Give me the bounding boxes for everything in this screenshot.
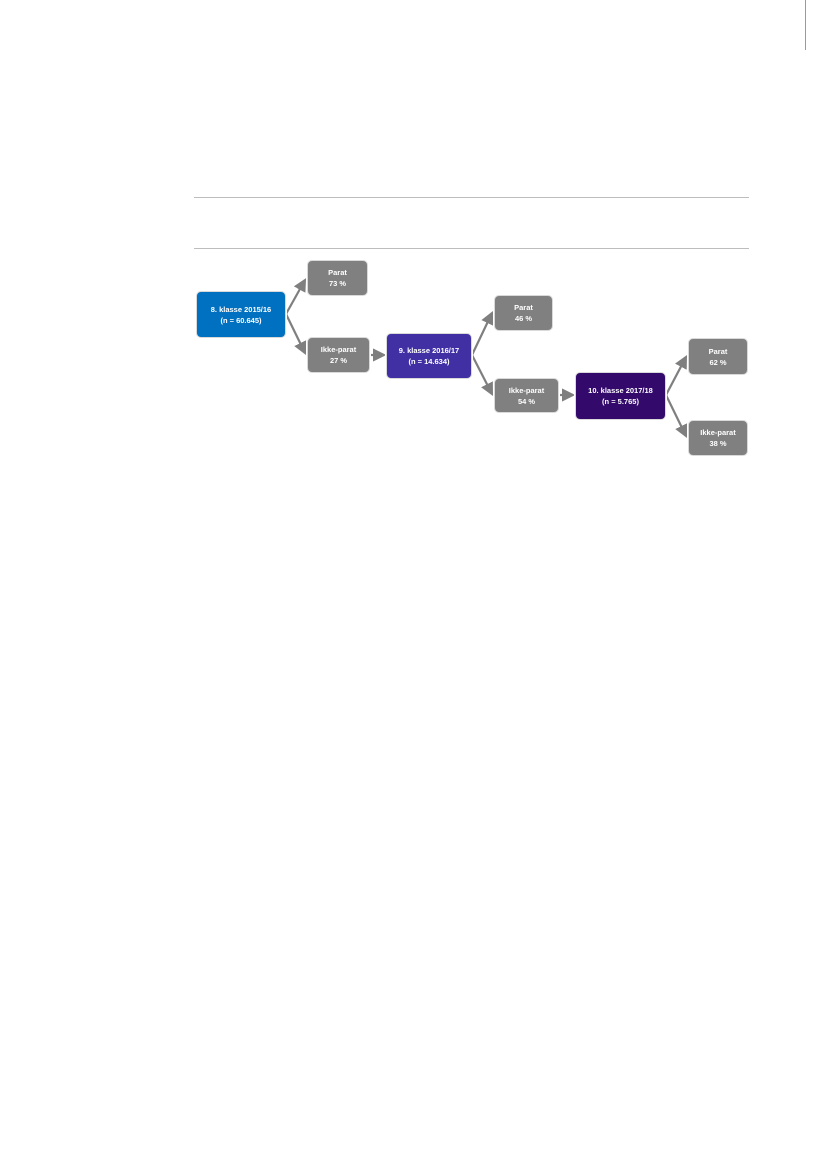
node-title: 8. klasse 2015/16 [210,304,272,314]
arrow [471,311,494,356]
arrow [471,354,494,396]
node-percent: 73 % [328,279,347,288]
page-edge-line [805,0,806,50]
node-label: Ikke-parat [700,428,736,437]
node-title: 9. klasse 2016/17 [398,346,460,355]
node-count: (n = 60.645) [220,315,262,325]
node-grade8-ikke-parat: Ikke-parat 27 % [307,337,370,373]
node-percent: 46 % [514,314,533,323]
node-grade10: 10. klasse 2017/18 (n = 5.765) [575,372,666,420]
node-count: (n = 14.634) [408,357,450,366]
node-label: Ikke-parat [508,385,545,395]
node-label: Parat [328,268,347,277]
node-grade9-ikke-parat: Ikke-parat 54 % [494,378,559,413]
node-grade8: 8. klasse 2015/16 (n = 60.645) [196,291,286,338]
node-grade9-parat: Parat 46 % [494,295,553,331]
node-grade10-ikke-parat: Ikke-parat 38 % [688,420,748,456]
node-grade8-parat: Parat 73 % [307,260,368,296]
node-label: Parat [514,303,533,312]
node-percent: 54 % [517,396,536,406]
arrow [665,394,688,438]
node-grade10-parat: Parat 62 % [688,338,748,375]
node-grade9: 9. klasse 2016/17 (n = 14.634) [386,333,472,379]
arrow [285,278,307,315]
node-count: (n = 5.765) [602,397,639,406]
node-percent: 38 % [709,439,727,448]
node-label: Ikke-parat [320,345,357,354]
rule-bottom [194,248,749,249]
node-label: Parat [708,346,728,356]
node-title: 10. klasse 2017/18 [588,386,653,395]
arrow [285,313,307,355]
arrow [665,355,688,396]
node-percent: 27 % [329,356,348,365]
node-percent: 62 % [709,357,727,367]
rule-top [194,197,749,198]
connector-arrows [285,278,688,438]
